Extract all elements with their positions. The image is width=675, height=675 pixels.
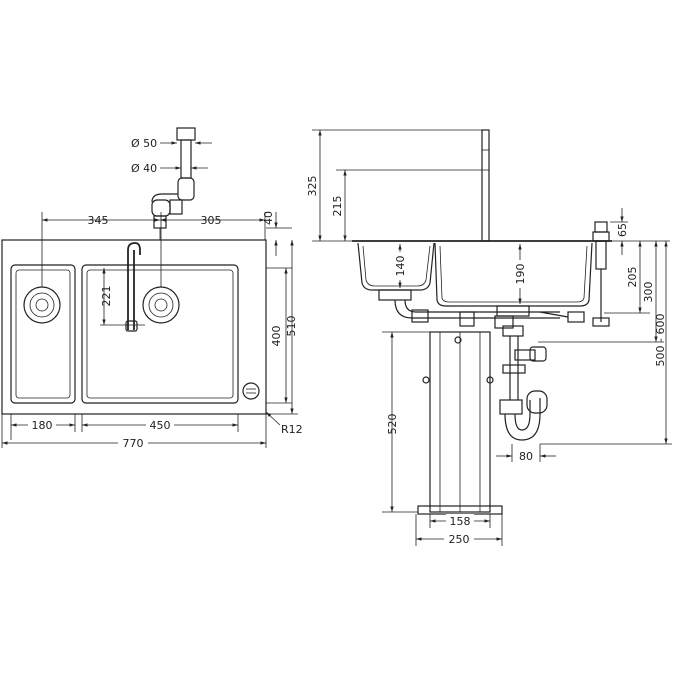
drain-large-bowl: [142, 286, 180, 324]
dim-80: 80: [519, 450, 533, 463]
dim-345: 345: [88, 214, 109, 227]
dispenser-plan: [151, 127, 196, 240]
dim-325: 325: [306, 176, 319, 197]
plan-view: 345 305 40 Ø 50 Ø 40 221 400 510 180 45: [1, 127, 303, 450]
tap-side: [481, 129, 490, 242]
dispenser-side: [592, 221, 610, 327]
dim-180: 180: [32, 419, 53, 432]
large-bowl: [81, 264, 239, 404]
dim-510: 510: [285, 316, 298, 337]
dim-65: 65: [616, 223, 629, 237]
small-bowl: [10, 264, 76, 404]
dim-190: 190: [514, 264, 527, 285]
dim-221: 221: [100, 286, 113, 307]
pedestal: [417, 331, 503, 515]
dim-205: 205: [626, 267, 639, 288]
siphon-trap: [499, 325, 548, 441]
dim-r12: R12: [281, 423, 303, 436]
dim-dia-40: Ø 40: [131, 162, 157, 175]
dim-450: 450: [150, 419, 171, 432]
dim-140: 140: [394, 256, 407, 277]
dim-250: 250: [449, 533, 470, 546]
dim-158: 158: [450, 515, 471, 528]
dim-40: 40: [262, 211, 275, 225]
dim-305: 305: [201, 214, 222, 227]
dim-400: 400: [270, 326, 283, 347]
waste-knob: [242, 382, 260, 400]
dim-520: 520: [386, 414, 399, 435]
dim-dia-50: Ø 50: [131, 137, 157, 150]
tap-plan: [125, 242, 141, 332]
drain-small-bowl: [23, 286, 61, 324]
sink-outline: [1, 239, 267, 415]
dim-500-600: 500 - 600: [654, 314, 667, 367]
dim-215: 215: [331, 196, 344, 217]
dim-300: 300: [642, 282, 655, 303]
waste-pipe: [394, 299, 585, 329]
side-view: 325 215 140 190 65 205 300 500 - 600 520: [306, 129, 672, 546]
dim-770: 770: [123, 437, 144, 450]
